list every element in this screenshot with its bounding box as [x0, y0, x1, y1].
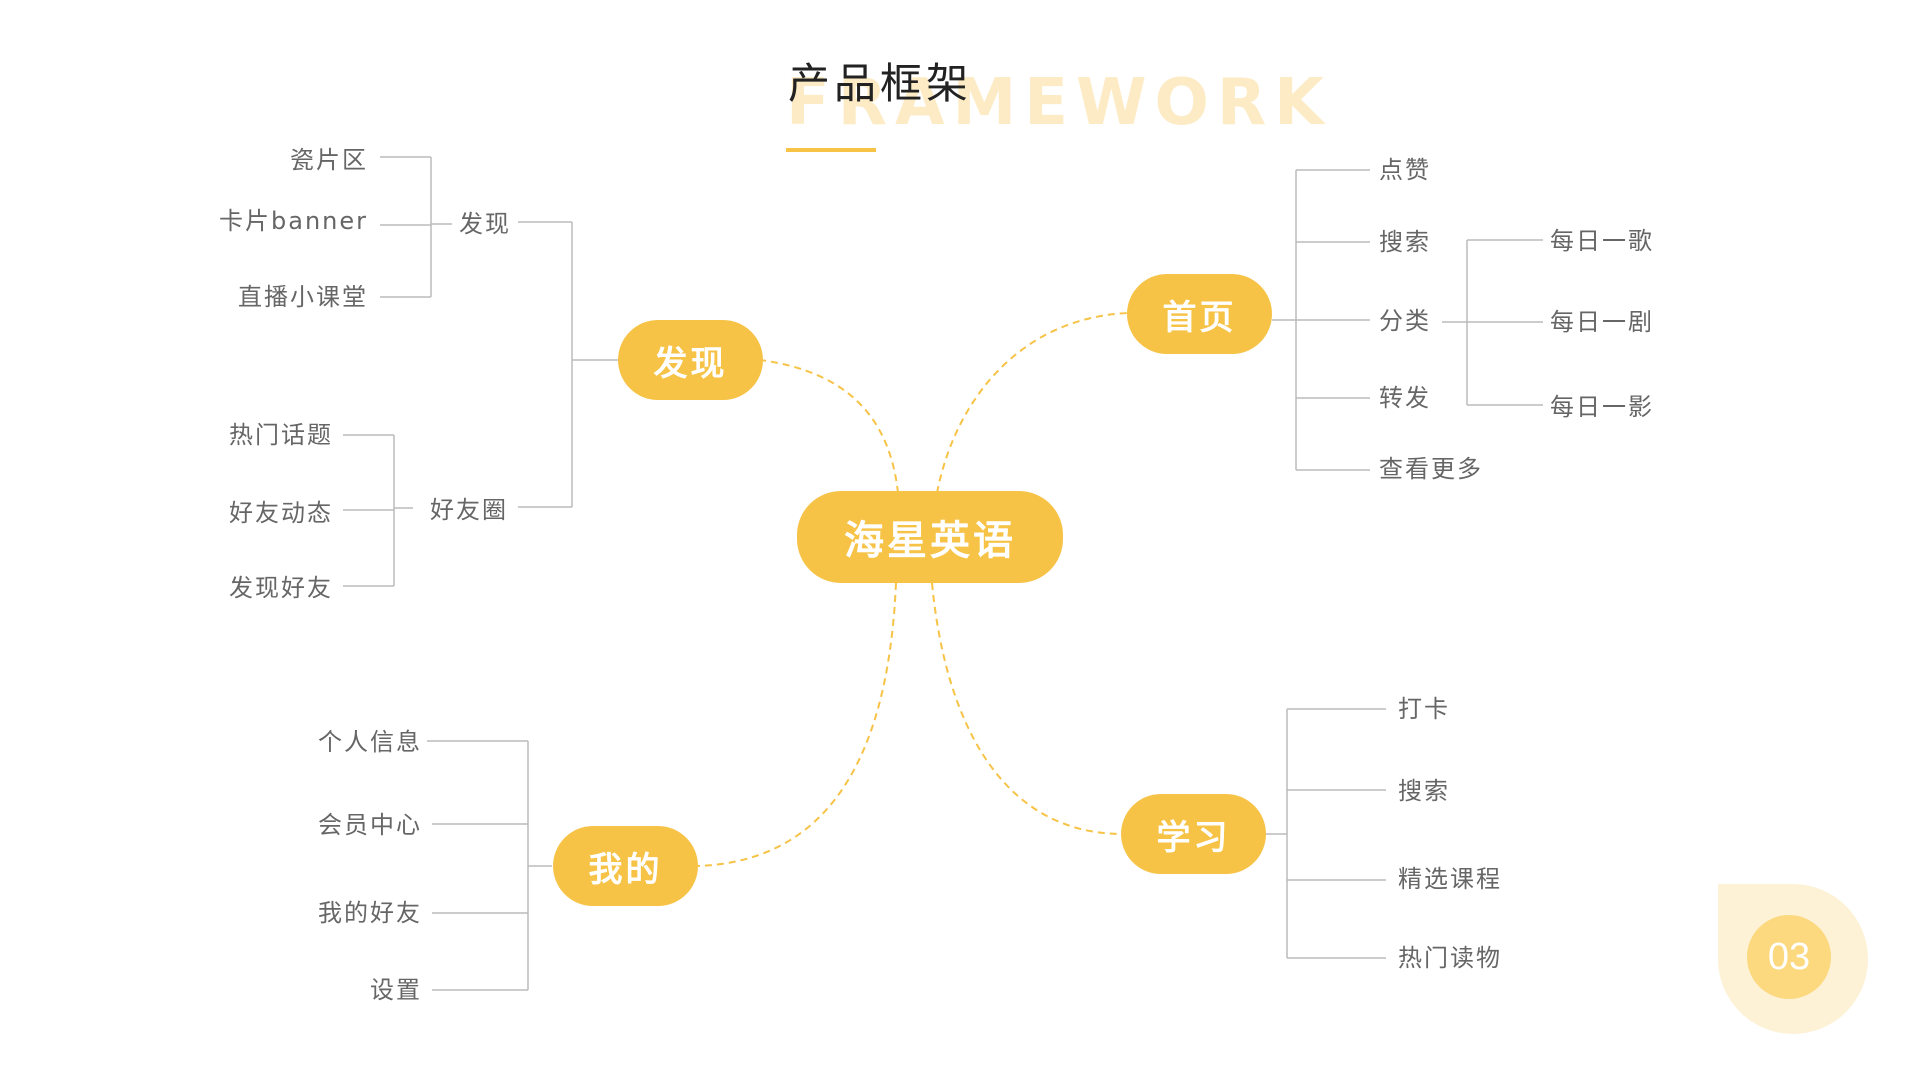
- leaf-remen-huati: 热门话题: [229, 421, 333, 449]
- leaf-kapian-banner: 卡片banner: [219, 207, 368, 235]
- leaf-meiri-yige: 每日一歌: [1550, 227, 1654, 255]
- leaf-chakan-gengduo: 查看更多: [1379, 455, 1483, 483]
- bracket-faxian-main: [518, 221, 618, 508]
- bracket-shouye: [1272, 169, 1370, 471]
- leaf-xuexi-sousuo: 搜索: [1398, 777, 1450, 805]
- leaf-huiyuan-zhongxin: 会员中心: [318, 811, 422, 839]
- leaf-shouye-sousuo: 搜索: [1379, 228, 1431, 256]
- leaf-daka: 打卡: [1398, 695, 1450, 723]
- leaf-meiri-yiying: 每日一影: [1550, 393, 1654, 421]
- leaf-wode-haoyou: 我的好友: [318, 899, 422, 927]
- leaf-jingxuan-kecheng: 精选课程: [1398, 865, 1502, 893]
- leaf-shezhi: 设置: [370, 976, 422, 1004]
- leaf-fenlei: 分类: [1379, 307, 1431, 335]
- branch-xuexi[interactable]: 学习: [1121, 794, 1266, 874]
- title-english-watermark: FRAMEWORK: [786, 66, 1332, 140]
- leaf-meiri-yiju: 每日一剧: [1550, 308, 1654, 336]
- connector-center-shouye: [936, 312, 1129, 494]
- leaf-faxian-haoyou: 发现好友: [229, 574, 333, 602]
- subgroup-faxian-label: 发现: [459, 210, 511, 238]
- page-title: 产品框架: [788, 59, 973, 108]
- page-number: 03: [1747, 915, 1831, 999]
- connector-center-xuexi: [931, 582, 1121, 835]
- bracket-wode: [427, 740, 552, 991]
- bracket-faxian-sub2: [343, 434, 413, 587]
- leaf-haoyou-dongtai: 好友动态: [229, 499, 333, 527]
- bracket-faxian-sub1: [380, 156, 452, 298]
- branch-faxian[interactable]: 发现: [618, 320, 763, 400]
- branch-wode[interactable]: 我的: [553, 826, 698, 906]
- bracket-xuexi: [1265, 708, 1386, 959]
- leaf-geren-xinxi: 个人信息: [318, 728, 422, 756]
- leaf-zhuanfa: 转发: [1379, 384, 1431, 412]
- subgroup-haoyouquan-label: 好友圈: [430, 496, 508, 524]
- connector-center-faxian: [759, 359, 899, 494]
- leaf-cipianqu: 瓷片区: [290, 146, 368, 174]
- connector-center-wode: [695, 582, 897, 867]
- bracket-fenlei: [1442, 239, 1543, 406]
- center-node[interactable]: 海星英语: [797, 491, 1063, 583]
- leaf-zhibo-xiaoketang: 直播小课堂: [238, 283, 368, 311]
- title-underline: [786, 148, 876, 152]
- leaf-dianzan: 点赞: [1379, 156, 1431, 184]
- branch-shouye[interactable]: 首页: [1127, 274, 1272, 354]
- leaf-remen-duwu: 热门读物: [1398, 944, 1502, 972]
